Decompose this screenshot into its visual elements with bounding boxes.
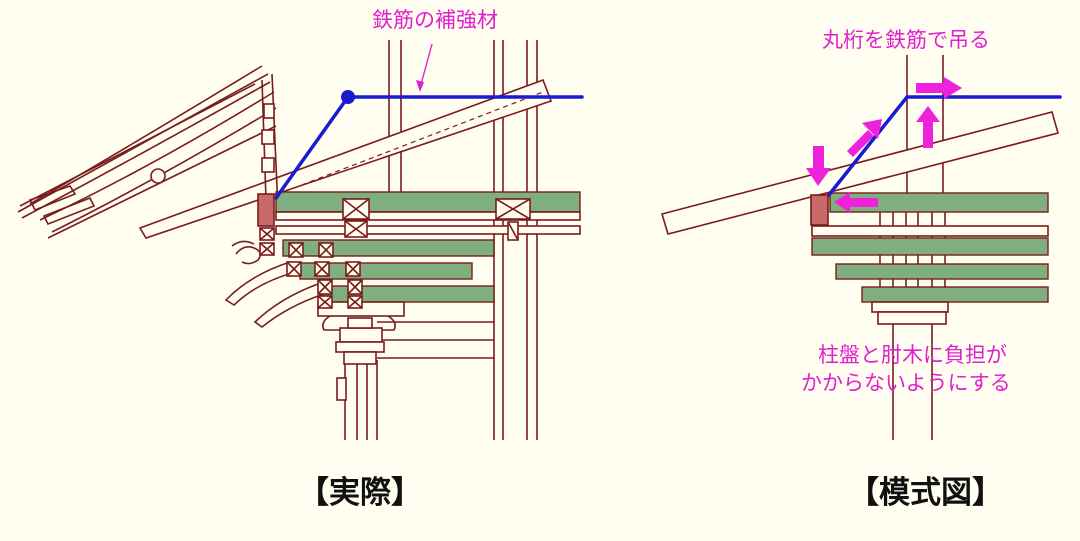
- arrow-right-icon: [916, 77, 962, 99]
- label-rebar: 鉄筋の補強材: [372, 8, 498, 32]
- left-xblocks: [259, 198, 531, 309]
- arrow-diagonal-icon: [847, 119, 882, 157]
- label-hang: 丸桁を鉄筋で吊る: [822, 28, 990, 52]
- right-beam-block: [810, 194, 829, 226]
- label-load-line1: 柱盤と肘木に負担が: [818, 343, 1007, 367]
- right-diagram: 丸桁を鉄筋で吊る 柱盤と肘木に負担が かからないようにする 【模式図】: [660, 28, 1062, 511]
- label-load-line2: かからないようにする: [801, 371, 1011, 395]
- right-force-arrows: [806, 77, 962, 213]
- left-label-leader: [416, 43, 433, 92]
- arrow-left-icon: [834, 192, 878, 213]
- left-roof-eave: [17, 65, 279, 239]
- arrow-down-icon: [806, 146, 831, 186]
- left-rafter: [138, 78, 553, 239]
- caption-actual: 【実際】: [298, 475, 422, 511]
- right-rafter: [660, 111, 1059, 235]
- right-beams: [811, 192, 1049, 325]
- arrow-up-icon: [916, 106, 940, 148]
- right-rebar: [826, 95, 1062, 198]
- left-diagram: 鉄筋の補強材 【実際】: [17, 8, 584, 511]
- left-bracket: [224, 240, 405, 365]
- left-beam-block: [257, 193, 275, 227]
- left-rebar: [274, 90, 584, 200]
- caption-schematic: 【模式図】: [848, 475, 1003, 511]
